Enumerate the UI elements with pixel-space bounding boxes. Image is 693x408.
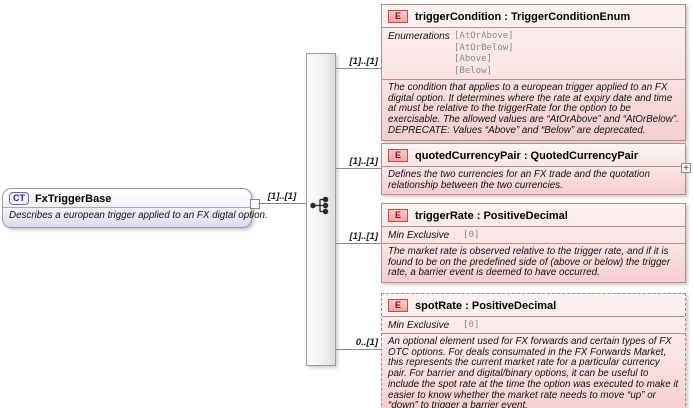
element-badge: E: [388, 299, 409, 312]
cardinality-label-triggerrate: [1]..[1]: [349, 231, 379, 242]
connector-square: [250, 199, 260, 209]
branch-line-spotrate: [335, 349, 381, 350]
element-title-row: E spotRate : PositiveDecimal: [382, 294, 685, 317]
complextype-name: FxTriggerBase: [35, 192, 112, 205]
element-badge: E: [388, 149, 409, 162]
sequence-bar: [306, 53, 336, 366]
enum-value: [Above]: [454, 54, 492, 64]
complextype-title-row: CT FxTriggerBase: [3, 189, 251, 208]
facet-value: [0]: [463, 230, 480, 240]
element-node-triggercondition[interactable]: E triggerCondition : TriggerConditionEnu…: [381, 4, 686, 141]
complextype-node-fxtriggerbase[interactable]: CT FxTriggerBase Describes a european tr…: [2, 188, 268, 228]
cardinality-label-quotedcurrencypair: [1]..[1]: [349, 156, 379, 167]
element-title-row: E quotedCurrencyPair : QuotedCurrencyPai…: [382, 144, 685, 167]
cardinality-label-triggercondition: [1]..[1]: [349, 56, 379, 67]
cardinality-label-root: [1]..[1]: [267, 191, 297, 202]
element-node-spotrate[interactable]: E spotRate : PositiveDecimal Min Exclusi…: [381, 293, 686, 408]
element-title-row: E triggerRate : PositiveDecimal: [382, 204, 685, 227]
branch-line-quotedcurrencypair: [335, 168, 381, 169]
element-title-row: E triggerCondition : TriggerConditionEnu…: [382, 5, 685, 28]
element-doc: Defines the two currencies for an FX tra…: [388, 169, 650, 191]
element-name: spotRate : PositiveDecimal: [415, 299, 557, 312]
element-badge: E: [388, 10, 409, 23]
element-doc: The condition that applies to a european…: [388, 82, 679, 136]
element-badge: E: [388, 209, 409, 222]
enumerations-section: Enumerations [AtOrAbove] [AtOrBelow] [Ab…: [382, 28, 685, 80]
facet-label: Min Exclusive: [388, 319, 450, 331]
element-name: quotedCurrencyPair : QuotedCurrencyPair: [415, 149, 639, 162]
expand-icon[interactable]: +: [681, 163, 691, 174]
branch-line-triggerrate: [335, 243, 381, 244]
complextype-badge: CT: [9, 192, 29, 205]
element-name: triggerRate : PositiveDecimal: [415, 209, 568, 222]
enum-value: [AtOrAbove]: [454, 31, 514, 41]
connector-line-root: [258, 203, 306, 204]
enumerations-label: Enumerations: [388, 31, 450, 42]
facet-value: [0]: [463, 320, 480, 330]
branch-line-triggercondition: [335, 68, 381, 69]
cardinality-label-spotrate: 0..[1]: [355, 337, 378, 348]
facet-row: Min Exclusive [0]: [382, 317, 685, 334]
element-name: triggerCondition : TriggerConditionEnum: [415, 10, 631, 23]
element-doc: An optional element used for FX forwards…: [388, 336, 679, 408]
element-node-triggerrate[interactable]: E triggerRate : PositiveDecimal Min Excl…: [381, 203, 686, 284]
enum-value: [Below]: [454, 65, 492, 76]
element-node-quotedcurrencypair[interactable]: E quotedCurrencyPair : QuotedCurrencyPai…: [381, 143, 686, 196]
complextype-doc: Describes a european trigger applied to …: [9, 210, 268, 221]
enum-value: [AtOrBelow]: [454, 42, 514, 53]
facet-row: Min Exclusive [0]: [382, 227, 685, 244]
facet-label: Min Exclusive: [388, 229, 450, 241]
element-doc: The market rate is observed relative to …: [388, 246, 671, 279]
sequence-icon: [310, 196, 329, 215]
